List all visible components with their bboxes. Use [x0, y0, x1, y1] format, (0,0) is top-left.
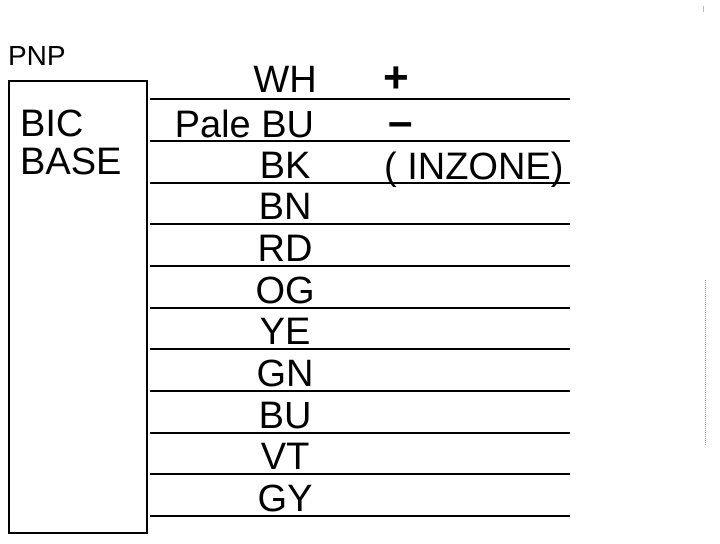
wire-label-og: OG [255, 270, 315, 312]
positive-sign: + [383, 53, 409, 102]
wire-line-rd [150, 265, 570, 267]
output-type-label: PNP [8, 40, 66, 71]
module-name-line-1: BIC [20, 103, 84, 145]
wire-label-gy: GY [257, 478, 313, 520]
wire-line-bk [150, 182, 570, 184]
wire-label-bu: BU [258, 395, 312, 437]
wire-label-wh: WH [253, 59, 317, 101]
wire-line-gy [150, 515, 570, 517]
wire-line-pale-bu [150, 140, 570, 142]
wire-label-rd: RD [257, 228, 313, 270]
corner-mark [703, 6, 708, 12]
wire-label-gn: GN [256, 353, 314, 395]
wire-line-vt [150, 473, 570, 475]
module-name-line-2: BASE [20, 141, 122, 183]
wire-line-gn [150, 390, 570, 392]
negative-sign: – [388, 97, 413, 146]
wire-label-bn: BN [258, 186, 312, 228]
wire-line-wh [150, 98, 570, 100]
bic-base-module: BIC BASE [8, 80, 148, 534]
wire-line-bu [150, 432, 570, 434]
inzone-note: ( INZONE) [384, 146, 564, 188]
wire-line-og [150, 307, 570, 309]
wire-label-bk: BK [259, 145, 311, 187]
wire-line-ye [150, 348, 570, 350]
wire-label-ye: YE [259, 311, 311, 353]
wire-label-vt: VT [260, 436, 310, 478]
wire-line-bn [150, 223, 570, 225]
wire-label-pale-bu: Pale BU [174, 104, 314, 146]
edge-dotted-mark [705, 280, 710, 445]
